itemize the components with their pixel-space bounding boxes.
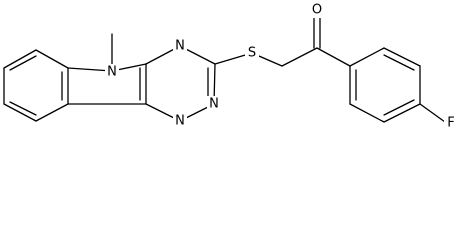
atom-label-oxygen: O xyxy=(312,3,322,18)
chemical-structure: N N N N S O F xyxy=(3,2,458,131)
atom-label-fluorine: F xyxy=(447,116,454,131)
atom-labels: N N N N S O F xyxy=(105,2,458,131)
atom-label-n-methyl: N xyxy=(107,65,117,80)
single-bonds xyxy=(3,33,446,123)
atom-label-n-triazine-right: N xyxy=(209,97,219,112)
atom-label-sulfur: S xyxy=(248,46,256,61)
double-bonds xyxy=(3,15,415,122)
atom-label-n-triazine-top: N xyxy=(175,39,185,54)
atom-label-n-triazine-bottom: N xyxy=(175,114,185,129)
